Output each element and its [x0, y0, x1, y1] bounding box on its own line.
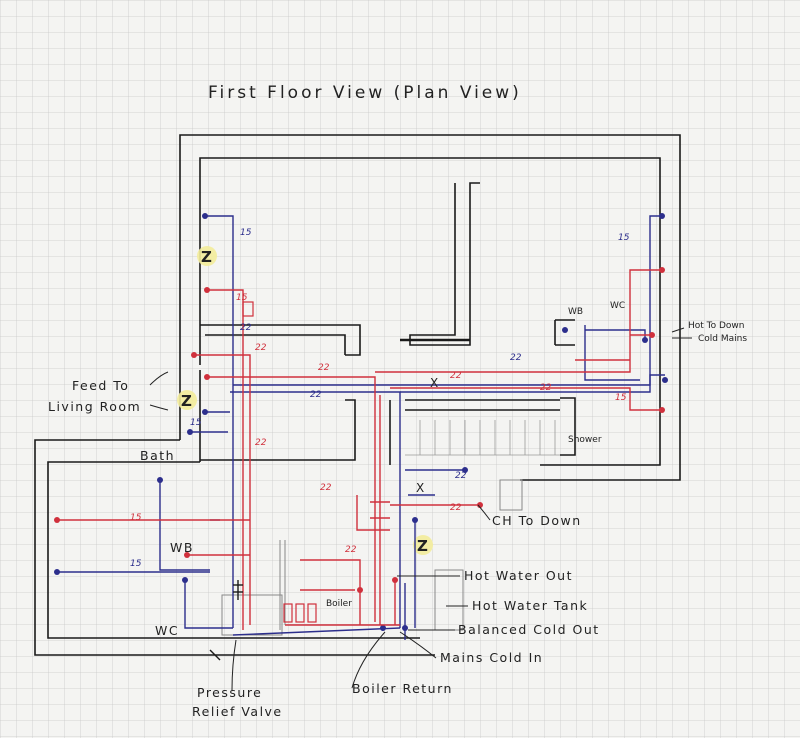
feed-to-label: Feed To	[72, 378, 129, 393]
size-label: 22	[345, 545, 357, 555]
relief-valve-label: Relief Valve	[192, 704, 283, 719]
boiler-label: Boiler	[326, 599, 352, 609]
shower-label: Shower	[568, 435, 602, 445]
staircase	[405, 420, 560, 456]
boiler-unit	[242, 301, 317, 623]
pressure-label: Pressure	[197, 685, 262, 700]
cold-mains-label: Cold Mains	[698, 334, 747, 344]
hot-water-out-label: Hot Water Out	[464, 568, 573, 583]
drawing-title: First Floor View (Plan View)	[208, 83, 522, 103]
size-label: 22	[450, 371, 462, 381]
feed-pointer	[149, 371, 169, 411]
wb-right-label: WB	[568, 307, 583, 317]
size-label: 22	[540, 383, 552, 393]
living-room-label: Living Room	[48, 399, 141, 414]
size-label: 15	[615, 393, 627, 403]
size-label: 22	[318, 363, 330, 373]
cold-pipe-nodes	[54, 213, 668, 631]
bath-label: Bath	[140, 448, 175, 463]
mains-cold-in-label: Mains Cold In	[440, 650, 543, 665]
size-label: 22	[455, 471, 467, 481]
isolation-valve-marker: X	[430, 376, 438, 390]
size-label: 22	[240, 323, 252, 333]
building-walls	[34, 134, 681, 656]
leader-lines	[231, 327, 692, 691]
annotation-labels: Feed To Living Room Bath WB WC WB WC Sho…	[48, 301, 747, 719]
pipe-size-labels: 15 22 22 22 22 22 22 15 22 22 15 15 22 2…	[130, 228, 630, 569]
hot-to-down-label: Hot To Down	[688, 321, 745, 331]
size-label: 22	[255, 343, 267, 353]
zone-valve-highlights	[177, 246, 433, 555]
size-label: 15	[190, 418, 202, 428]
ch-to-down-label: CH To Down	[492, 513, 582, 528]
wb-label: WB	[170, 540, 194, 555]
size-label: 22	[255, 438, 267, 448]
zone-valve-marker: Z	[417, 537, 428, 555]
boiler-return-label: Boiler Return	[352, 681, 453, 696]
size-label: 22	[450, 503, 462, 513]
wc-right-label: WC	[610, 301, 625, 311]
balanced-cold-out-label: Balanced Cold Out	[458, 622, 600, 637]
wc-label: WC	[155, 623, 179, 638]
hot-pipes	[57, 269, 662, 630]
size-label: 15	[236, 293, 248, 303]
zone-markers: Z Z Z X X	[181, 248, 438, 555]
size-label: 15	[240, 228, 252, 238]
isolation-valve-marker: X	[416, 481, 424, 495]
pressure-relief-valve-symbol	[209, 580, 243, 661]
hot-water-tank-label: Hot Water Tank	[472, 598, 588, 613]
zone-valve-marker: Z	[201, 248, 212, 266]
size-label: 15	[618, 233, 630, 243]
size-label: 22	[510, 353, 522, 363]
size-label: 15	[130, 559, 142, 569]
hot-pipe-nodes	[54, 267, 665, 593]
zone-valve-marker: Z	[181, 392, 192, 410]
size-label: 22	[320, 483, 332, 493]
size-label: 15	[130, 513, 142, 523]
cold-pipes	[57, 215, 665, 640]
size-label: 22	[310, 390, 322, 400]
